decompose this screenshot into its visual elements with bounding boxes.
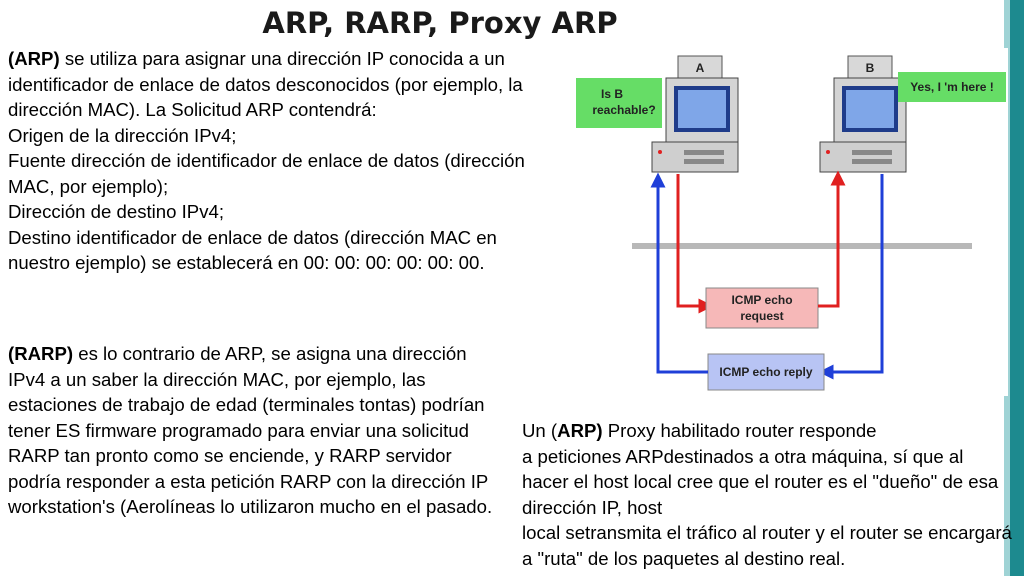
- reply-box: [707, 353, 825, 391]
- proxy-arp-diagram: A B Is B reachable? Yes, I 'm here ! ICM…: [572, 48, 1008, 396]
- arp-term: (ARP): [8, 48, 60, 69]
- arp-text-4: Dirección de destino IPv4;: [8, 201, 225, 222]
- arp-text-5: Destino identificador de enlace de datos…: [8, 226, 497, 274]
- proxy-pre: Un (: [522, 420, 558, 441]
- arp-text-1: se utiliza para asignar una dirección IP…: [8, 48, 523, 120]
- request-arrow: [676, 174, 714, 314]
- host-b-computer-icon: [819, 77, 907, 173]
- bubble-b-text: Yes, I 'm here !: [910, 80, 994, 94]
- request-label-1: ICMP echo: [731, 293, 792, 307]
- bubble-b: [898, 72, 1006, 102]
- request-label-2: request: [740, 309, 783, 323]
- reply-to-a-arrow: [650, 172, 708, 374]
- decorative-stripe: [1010, 0, 1024, 576]
- slide-title: ARP, RARP, Proxy ARP: [262, 6, 618, 40]
- bubble-a: [576, 78, 662, 128]
- rarp-term: (RARP): [8, 343, 74, 364]
- request-box: [705, 287, 819, 329]
- bubble-a-line2: reachable?: [592, 103, 655, 117]
- host-b-label: B: [866, 61, 875, 75]
- arp-text-2: Origen de la dirección IPv4;: [8, 124, 237, 146]
- reply-arrow-b: [818, 174, 884, 380]
- rarp-paragraph: (RARP) es lo contrario de ARP, se asigna…: [8, 341, 498, 520]
- arp-paragraph: (ARP) se utiliza para asignar una direcc…: [8, 46, 563, 276]
- proxy-text-1: Proxy habilitado router responde: [602, 420, 877, 441]
- reply-label: ICMP echo reply: [719, 365, 812, 379]
- rarp-text: es lo contrario de ARP, se asigna una di…: [8, 343, 493, 517]
- proxy-text-2: a peticiones ARPdestinados a otra máquin…: [522, 445, 999, 518]
- host-a-computer-icon: [651, 77, 739, 173]
- host-a-label: A: [696, 61, 705, 75]
- arp-text-3: Fuente dirección de identificador de enl…: [8, 150, 525, 197]
- bubble-a-line1: Is B: [601, 87, 623, 101]
- request-to-b-arrow: [818, 170, 846, 308]
- proxy-arp-paragraph: Un (ARP) Proxy habilitado router respond…: [522, 418, 1012, 571]
- proxy-text-3: local setransmita el tráfico al router y…: [522, 522, 1012, 569]
- proxy-term: ARP): [557, 420, 603, 441]
